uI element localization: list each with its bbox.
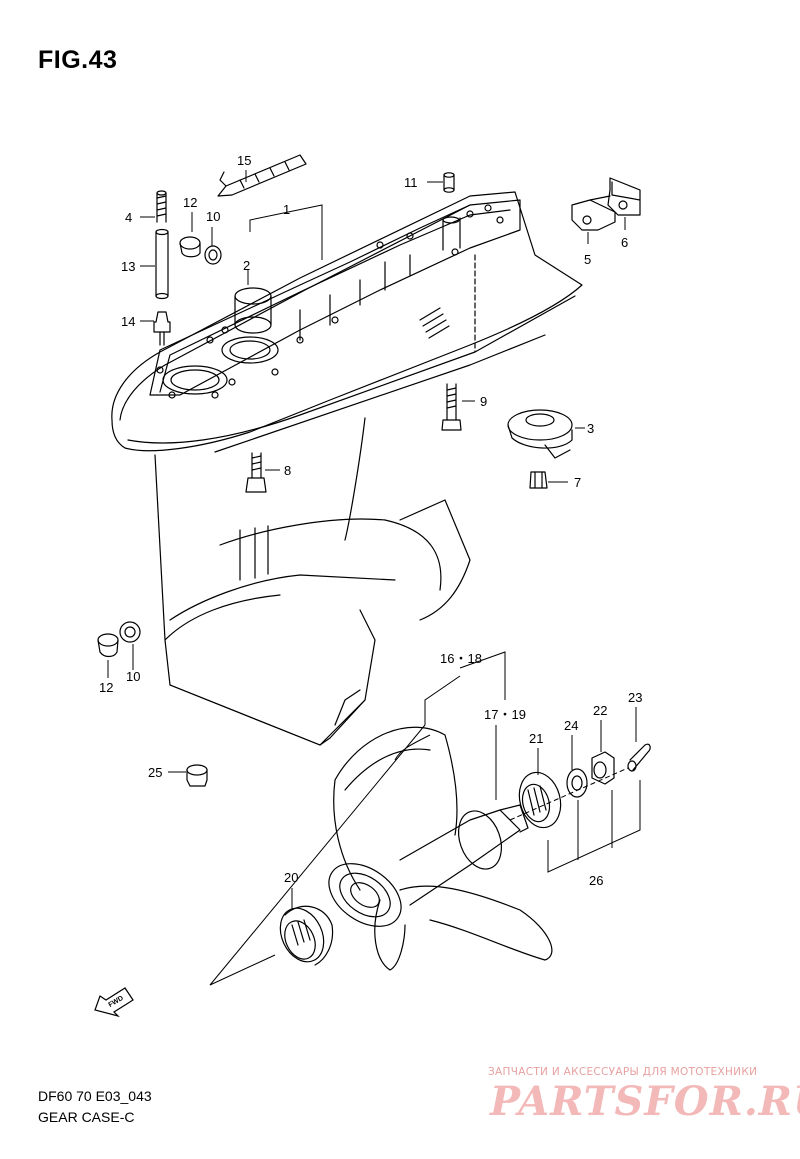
part-24-washer (566, 768, 588, 798)
fwd-arrow-icon: FWD (94, 987, 134, 1018)
callout-5: 5 (584, 252, 591, 267)
callout-13: 13 (121, 259, 135, 274)
callout-14: 14 (121, 314, 135, 329)
assembly-name: GEAR CASE-C (38, 1109, 135, 1125)
part-4-stud (156, 190, 167, 223)
part-12-plug-lower (97, 633, 119, 658)
part-3-anode (507, 409, 573, 459)
callout-22: 22 (593, 703, 607, 718)
watermark-tagline: ЗАПЧАСТИ И АКСЕССУАРЫ ДЛЯ МОТОТЕХНИКИ (488, 1066, 758, 1078)
callout-23: 23 (628, 690, 642, 705)
part-23-cotter-pin (627, 743, 651, 772)
callout-25: 25 (148, 765, 162, 780)
part-15-cable-clip (217, 154, 307, 197)
callout-17-19: 17・19 (484, 707, 526, 722)
callout-3: 3 (587, 421, 594, 436)
callout-9: 9 (480, 394, 487, 409)
callout-4: 4 (125, 210, 132, 225)
part-25-plug (186, 764, 208, 787)
callout-20: 20 (284, 870, 298, 885)
figure-title: FIG.43 (38, 46, 118, 74)
model-code: DF60 70 E03_043 (38, 1088, 152, 1104)
callout-10-lower: 10 (126, 669, 140, 684)
part-13-sleeve (155, 228, 169, 300)
propeller (328, 726, 553, 971)
callout-12-top: 12 (183, 195, 197, 210)
callout-1: 1 (283, 202, 290, 217)
callout-10-top: 10 (206, 209, 220, 224)
gear-case-housing (111, 191, 583, 746)
callout-16-18: 16・18 (440, 651, 482, 666)
part-8-bolt (245, 452, 267, 493)
callout-26: 26 (589, 873, 603, 888)
part-6-plate (607, 177, 641, 216)
callout-6: 6 (621, 235, 628, 250)
callout-7: 7 (574, 475, 581, 490)
part-14-fitting (153, 311, 171, 346)
leader-lines (107, 170, 641, 986)
part-12-plug (179, 236, 201, 258)
watermark-logo: PARTSFOR.RU (490, 1078, 800, 1125)
part-21-spacer (518, 771, 562, 829)
callout-8: 8 (284, 463, 291, 478)
callout-11: 11 (404, 175, 418, 190)
callout-15: 15 (237, 153, 251, 168)
part-22-nut (591, 751, 615, 785)
part-10-washer (204, 245, 222, 265)
callout-21: 21 (529, 731, 543, 746)
callout-12-lower: 12 (99, 680, 113, 695)
callout-2: 2 (243, 258, 250, 273)
part-9-bolt (441, 383, 462, 431)
part-20-thrust-washer (279, 905, 334, 966)
part-11-pin (443, 172, 455, 193)
part-7-nut (529, 471, 548, 489)
callout-24: 24 (564, 718, 578, 733)
callout-labels: 1 2 3 4 5 6 7 8 9 10 10 11 12 12 13 14 1… (99, 153, 642, 888)
part-10-washer-lower (119, 621, 141, 643)
part-5-bracket (571, 195, 616, 231)
